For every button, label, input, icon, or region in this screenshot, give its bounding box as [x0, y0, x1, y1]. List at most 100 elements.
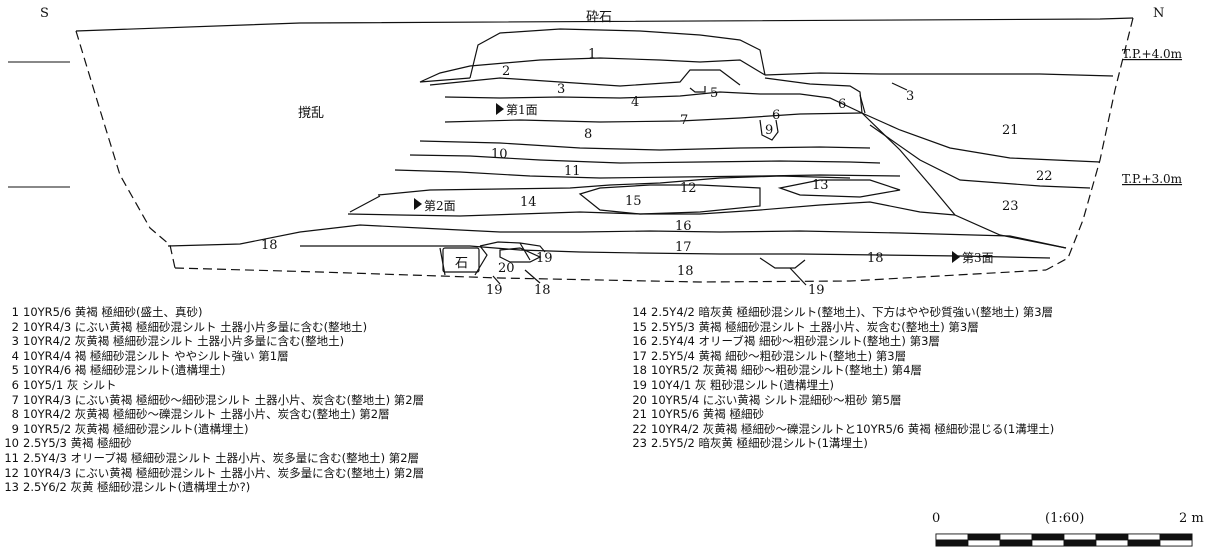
- legend-item-text: 2.5Y4/3 オリーブ褐 極細砂混シルト 土器小片、炭多量に含む(整地土) 第…: [23, 450, 420, 465]
- layer-number: 1: [588, 47, 596, 62]
- legend-item-text: 10YR5/6 黄褐 極細砂: [651, 407, 764, 422]
- legend-item-number: 10: [4, 436, 19, 451]
- scale-bar-segment: [1063, 539, 1097, 547]
- stratigraphic-section: S N T.P.+4.0m T.P.+3.0m: [8, 6, 1183, 298]
- layer-number: 5: [710, 86, 718, 101]
- scale-bar-segment: [967, 533, 1001, 541]
- scale-start-label: 0: [932, 511, 940, 526]
- layer-number: 18: [534, 283, 551, 298]
- legend-item-number: 2: [11, 319, 19, 334]
- scale-bar-segment: [1159, 539, 1193, 547]
- legend-item: 6 10Y5/1 灰 シルト: [2, 378, 424, 393]
- direction-north: N: [1153, 6, 1164, 21]
- legend-item: 1 10YR5/6 黄褐 極細砂(盛土、真砂): [2, 305, 424, 320]
- tp-lower-label: T.P.+3.0m: [1122, 172, 1183, 186]
- layer-number: 7: [680, 113, 688, 128]
- surface-2-label: 第2面: [424, 199, 456, 213]
- legend-item-text: 10YR4/3 にぶい黄褐 極細砂混シルト 土器小片多量に含む(整地土): [23, 319, 368, 334]
- layer-number: 19: [536, 251, 553, 266]
- layer-number: 12: [680, 181, 697, 196]
- scale-bar-segment: [999, 539, 1033, 547]
- legend-item-text: 10YR5/2 灰黄褐 極細砂混シルト(遺構埋土): [23, 421, 249, 436]
- layer-number: 22: [1036, 169, 1053, 184]
- layer-number: 8: [584, 127, 592, 142]
- legend-item-text: 10YR5/4 にぶい黄褐 シルト混細砂～粗砂 第5層: [651, 392, 902, 407]
- legend-item-number: 21: [632, 407, 647, 422]
- legend-item: 23 2.5Y5/2 暗灰黄 極細砂混シルト(1溝埋土): [630, 436, 1054, 451]
- layer-number: 16: [675, 219, 692, 234]
- layer-number: 3: [557, 82, 565, 97]
- legend-item-text: 10YR5/2 灰黄褐 細砂～粗砂混シルト(整地土) 第4層: [651, 363, 922, 378]
- legend-item-number: 15: [632, 319, 647, 334]
- legend-item-number: 23: [632, 436, 647, 451]
- layer-number: 3: [906, 89, 914, 104]
- legend-item-text: 10YR4/3 にぶい黄褐 極細砂～細砂混シルト 土器小片、炭含む(整地土) 第…: [23, 392, 425, 407]
- legend-item: 7 10YR4/3 にぶい黄褐 極細砂～細砂混シルト 土器小片、炭含む(整地土) …: [2, 393, 424, 408]
- legend-item-number: 7: [11, 392, 19, 407]
- scale-bar-segment: [1063, 533, 1097, 541]
- scale-bar-segment: [967, 539, 1001, 547]
- legend-item-text: 10YR5/6 黄褐 極細砂(盛土、真砂): [23, 305, 203, 319]
- layer-number: 6: [838, 97, 846, 112]
- gravel-label: 砕石: [586, 10, 612, 25]
- legend-item: 3 10YR4/2 灰黄褐 極細砂混シルト 土器小片多量に含む(整地土): [2, 334, 424, 349]
- layer-number: 23: [1002, 199, 1019, 214]
- layer-number: 19: [486, 283, 503, 298]
- legend-item-text: 2.5Y5/2 暗灰黄 極細砂混シルト(1溝埋土): [651, 436, 868, 451]
- legend-item: 15 2.5Y5/3 黄褐 極細砂混シルト 土器小片、炭含む(整地土) 第3層: [630, 320, 1054, 335]
- legend-item-number: 14: [632, 305, 647, 319]
- scale-bar-segment: [1159, 533, 1193, 541]
- layer-number: 11: [564, 164, 581, 179]
- layer-number: 10: [491, 147, 508, 162]
- scale-bar-segment: [999, 533, 1033, 541]
- scale-bar: 0 (1:60) 2 m: [932, 511, 1204, 547]
- scale-bar-segment: [1031, 539, 1065, 547]
- legend-item-text: 10YR4/2 灰黄褐 極細砂～礫混シルト 土器小片、炭含む(整地土) 第2層: [23, 407, 390, 422]
- legend-item-number: 6: [11, 377, 19, 392]
- layer-number: 13: [812, 178, 829, 193]
- surface-3-label: 第3面: [962, 251, 994, 265]
- legend-item-number: 13: [4, 480, 19, 495]
- legend-item-number: 4: [11, 348, 19, 363]
- surface-3-marker-icon: [952, 251, 960, 263]
- surface-2-marker-icon: [414, 198, 422, 210]
- scale-bar-segment: [1095, 539, 1129, 547]
- surface-1-label: 第1面: [506, 103, 538, 117]
- legend-item-number: 3: [11, 334, 19, 349]
- legend-item-number: 17: [632, 348, 647, 363]
- legend-item: 21 10YR5/6 黄褐 極細砂: [630, 407, 1054, 422]
- legend-item-number: 19: [632, 377, 647, 392]
- legend-item: 12 10YR4/3 にぶい黄褐 極細砂混シルト 土器小片、炭多量に含む(整地土)…: [2, 466, 424, 481]
- legend-left: 1 10YR5/6 黄褐 極細砂(盛土、真砂) 2 10YR4/3 にぶい黄褐 極細砂…: [2, 305, 424, 495]
- legend-item-number: 22: [632, 421, 647, 436]
- legend-item-text: 2.5Y5/3 黄褐 極細砂混シルト 土器小片、炭含む(整地土) 第3層: [651, 319, 979, 334]
- tp-upper-label: T.P.+4.0m: [1122, 47, 1183, 61]
- layer-number: 9: [765, 123, 773, 138]
- scale-end-label: 2 m: [1179, 511, 1204, 526]
- layer-number: 15: [625, 194, 642, 209]
- legend-item-text: 10Y5/1 灰 シルト: [23, 377, 117, 392]
- layer-number: 6: [772, 108, 780, 123]
- layer-number: 19: [808, 283, 825, 298]
- legend-item-text: 10YR4/6 褐 極細砂混シルト(遺構埋土): [23, 363, 226, 378]
- legend-item-number: 16: [632, 334, 647, 349]
- scale-bar-segment: [1127, 539, 1161, 547]
- legend-item-number: 12: [4, 465, 19, 480]
- legend-item-text: 2.5Y4/4 オリーブ褐 細砂～粗砂混シルト(整地土) 第3層: [651, 334, 940, 349]
- legend-item-text: 10YR4/3 にぶい黄褐 極細砂混シルト 土器小片、炭多量に含む(整地土) 第…: [23, 465, 425, 480]
- layer-number: 18: [261, 238, 278, 253]
- scale-bar-segment: [1031, 533, 1065, 541]
- legend-item-text: 10YR4/2 灰黄褐 極細砂混シルト 土器小片多量に含む(整地土): [23, 334, 345, 349]
- legend-item-number: 1: [11, 305, 19, 319]
- legend-item-text: 2.5Y4/2 暗灰黄 極細砂混シルト(整地土)、下方はやや砂質強い(整地土) …: [651, 305, 1054, 319]
- legend-item-text: 10YR4/4 褐 極細砂混シルト ややシルト強い 第1層: [23, 348, 289, 363]
